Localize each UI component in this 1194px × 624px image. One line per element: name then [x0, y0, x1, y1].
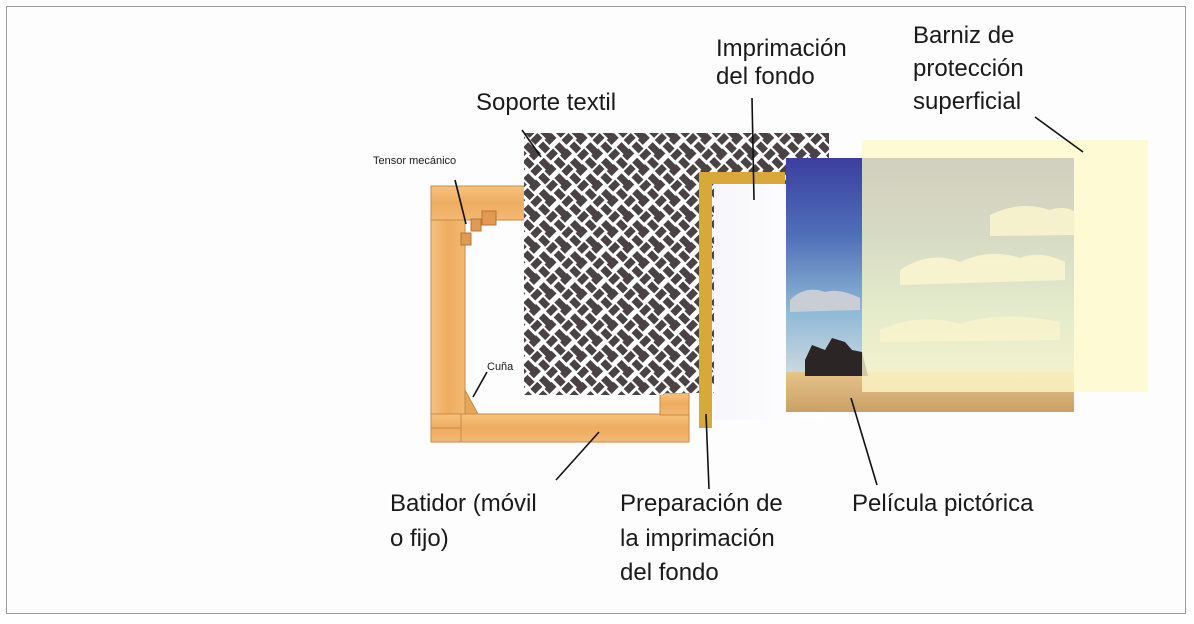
- label-stretcher-1: Batidor (móvil: [390, 490, 537, 517]
- label-priming-prep-2: la imprimación: [620, 525, 775, 552]
- wedge-shape: [464, 389, 479, 415]
- label-ground-priming-1: Imprimación: [716, 35, 847, 62]
- stretcher-frame: [430, 185, 690, 443]
- label-priming-prep-3: del fondo: [620, 559, 719, 586]
- label-wedge: Cuña: [487, 361, 514, 373]
- label-varnish-3: superficial: [913, 88, 1022, 115]
- leader-varnish: [1034, 116, 1084, 153]
- protective-varnish-layer: [862, 140, 1148, 392]
- tensor-block: [460, 232, 472, 246]
- leader-stretcher: [555, 431, 600, 481]
- label-paint-film: Película pictórica: [852, 490, 1034, 517]
- priming-preparation-strip: [699, 172, 785, 428]
- label-tensor: Tensor mecánico: [373, 155, 457, 167]
- label-priming-prep-1: Preparación de: [620, 490, 783, 517]
- leader-wedge: [472, 371, 488, 398]
- leader-textile: [521, 129, 542, 158]
- label-varnish-1: Barniz de: [913, 22, 1015, 49]
- leader-priming: [705, 413, 710, 490]
- leader-tensor: [454, 179, 467, 225]
- label-textile-support: Soporte textil: [476, 89, 617, 116]
- leader-paint-film: [850, 397, 878, 486]
- label-varnish-2: protección: [913, 55, 1024, 82]
- label-ground-priming-2: del fondo: [716, 63, 815, 90]
- leader-lines: [454, 97, 1084, 490]
- label-stretcher-2: o fijo): [390, 525, 449, 552]
- leader-ground: [751, 97, 755, 201]
